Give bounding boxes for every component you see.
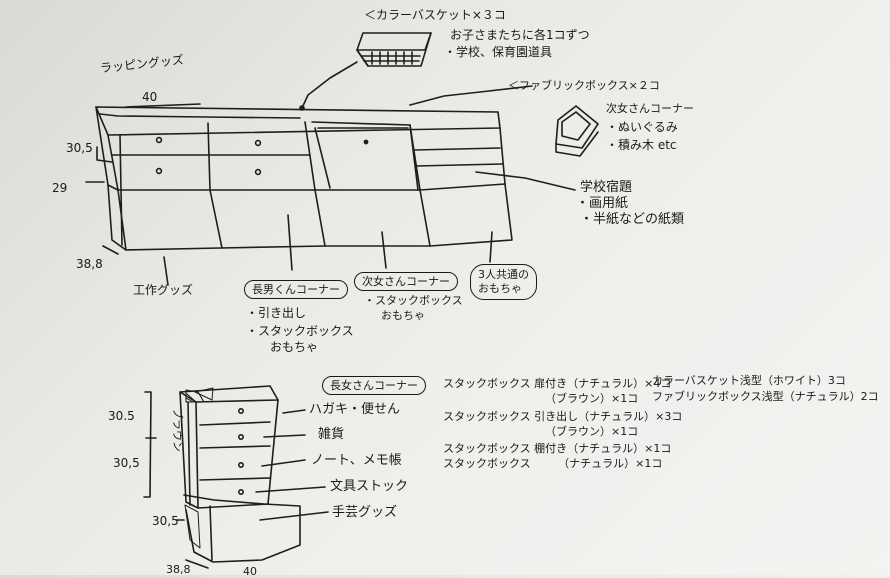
fabric-box-sketch: [409, 85, 599, 157]
cabinet-dim-3: 30,5: [152, 514, 179, 528]
craft-goods-label: 工作グッズ: [133, 283, 194, 297]
cabinet-dim-2: 30,5: [113, 456, 140, 470]
cabinet-dim-1: 30.5: [108, 409, 135, 423]
eldest-son-item-3: おもちゃ: [270, 340, 319, 354]
eldest-daughter-corner-label: 長女さんコーナー: [322, 376, 426, 395]
shopping-item-6: スタックボックス （ナチュラル）×1コ: [443, 457, 663, 470]
second-daughter-item-1: ・スタックボックス: [364, 294, 463, 307]
shared-toys-line-2: おもちゃ: [478, 281, 522, 295]
color-basket-line1: お子さまたちに各1コずつ: [450, 28, 590, 42]
school-item-3: ・半紙などの紙類: [580, 212, 685, 227]
shopping-item-1: スタックボックス 扉付き（ナチュラル）×4コ: [443, 377, 672, 390]
cabinet-dim-5: 40: [243, 565, 257, 578]
cabinet-bottom: [143, 385, 329, 569]
dim-depth-38-8: 38,8: [76, 257, 103, 271]
drawer-label-5: 手芸グッズ: [332, 505, 398, 520]
shared-toys-line-1: 3人共通の: [478, 268, 529, 281]
pointer-lines: [163, 171, 576, 286]
brown-label: ブラウン: [171, 408, 184, 452]
fabric-box-heading: ＜ファブリックボックス×２コ: [508, 79, 660, 92]
drawer-label-2: 雑貨: [318, 427, 345, 442]
school-item-2: ・画用紙: [576, 196, 629, 211]
shopping-right-item-1: カラーバスケット浅型（ホワイト）3コ: [652, 374, 846, 387]
shelf-unit-top: [85, 103, 513, 255]
cabinet-dim-4: 38,8: [166, 563, 191, 576]
shopping-item-4: （ブラウン）×1コ: [545, 425, 639, 438]
basket-sketch: [299, 32, 432, 111]
color-basket-heading: ＜カラーバスケット×３コ: [364, 8, 506, 22]
shopping-item-3: スタックボックス 引き出し（ナチュラル）×3コ: [443, 410, 683, 423]
second-daughter-corner-label: 次女さんコーナー: [354, 272, 458, 291]
drawer-label-1: ハガキ・便せん: [309, 402, 401, 417]
dim-depth-29: 29: [52, 181, 68, 195]
fabric-box-item-2: ・積み木 etc: [606, 138, 677, 152]
second-daughter-item-2: おもちゃ: [381, 309, 425, 322]
eldest-son-item-2: ・スタックボックス: [246, 324, 354, 338]
shopping-right-item-2: ファブリックボックス浅型（ナチュラル）2コ: [652, 390, 879, 403]
color-basket-line2: ・学校、保育園道具: [444, 45, 553, 59]
drawer-label-4: 文具ストック: [330, 479, 409, 494]
fabric-box-corner: 次女さんコーナー: [606, 102, 694, 115]
dim-height-30-5: 30,5: [66, 141, 93, 155]
shopping-item-5: スタックボックス 棚付き（ナチュラル）×1コ: [443, 442, 672, 455]
dim-width-40: 40: [142, 90, 158, 104]
shared-toys-label: 3人共通の おもちゃ: [470, 264, 537, 300]
eldest-son-item-1: ・引き出し: [246, 306, 307, 320]
shopping-item-2: （ブラウン）×1コ: [545, 392, 639, 405]
drawer-label-3: ノート、メモ帳: [311, 453, 402, 468]
fabric-box-item-1: ・ぬいぐるみ: [606, 120, 678, 134]
eldest-son-corner-label: 長男くんコーナー: [244, 280, 348, 299]
school-item-1: 学校宿題: [580, 180, 633, 195]
